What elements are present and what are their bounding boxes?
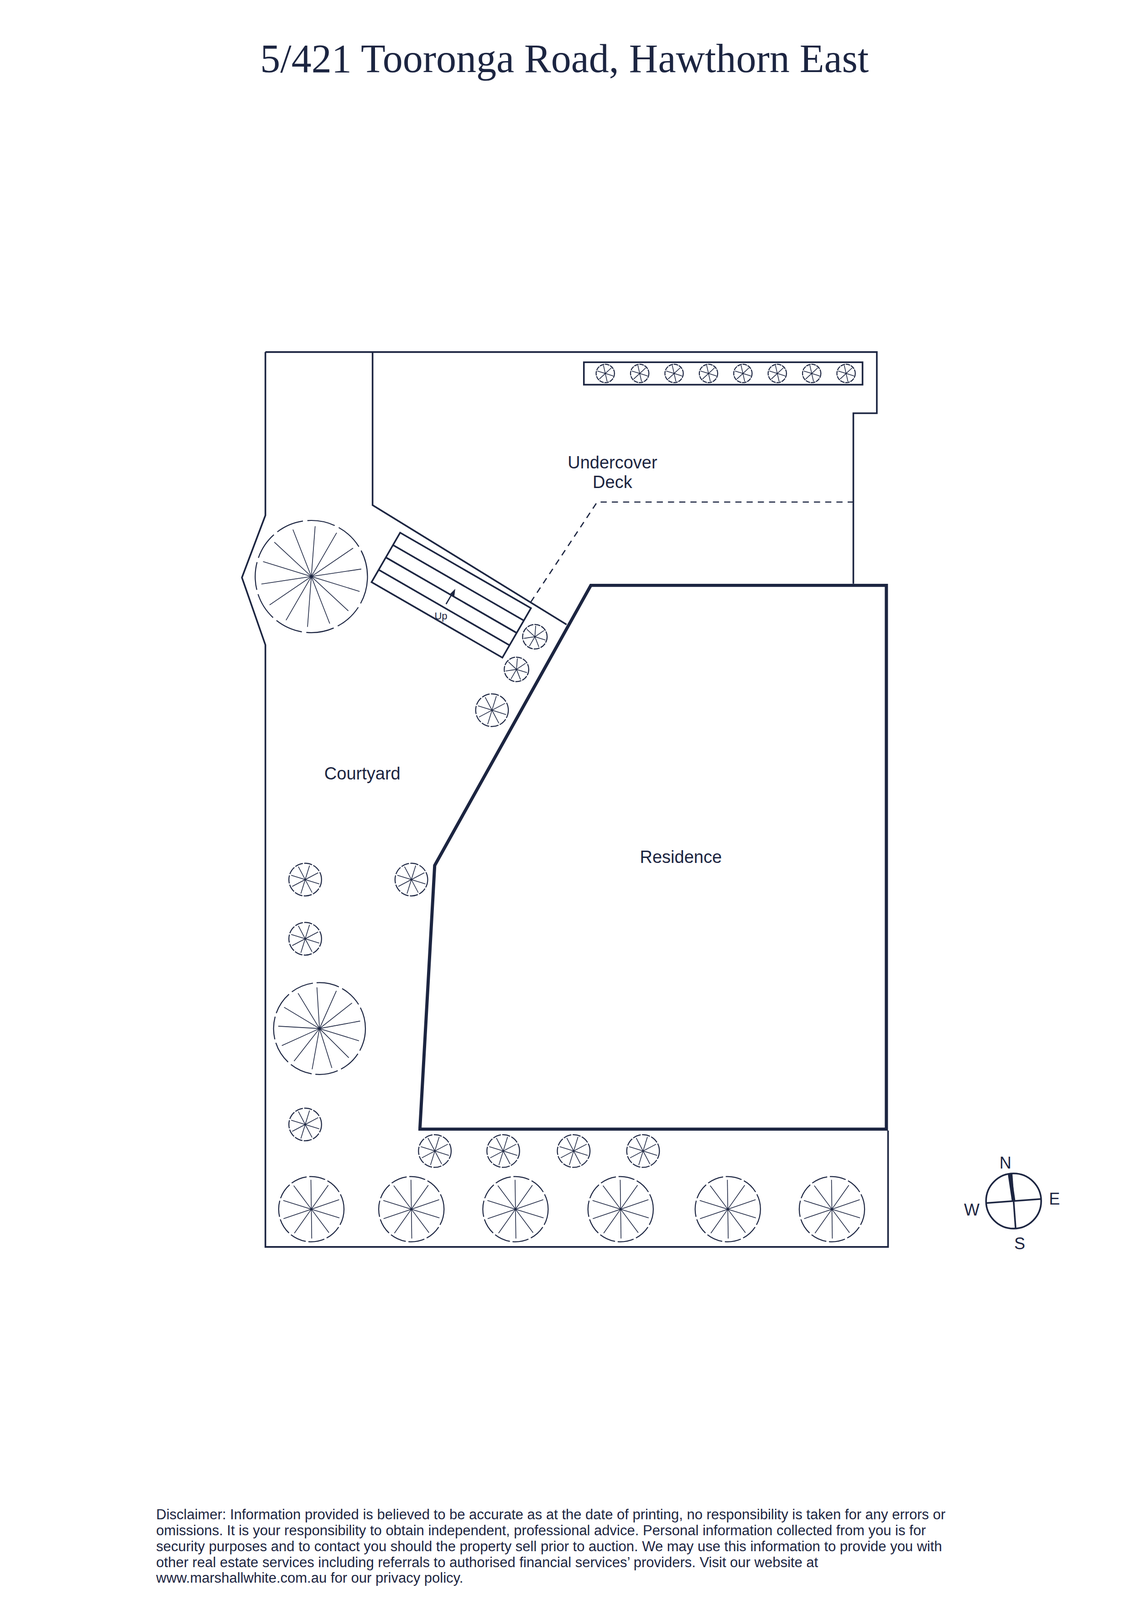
tree-symbol: [504, 657, 529, 683]
residence-outline: Residence: [418, 583, 888, 1131]
area-label: Undercover Deck: [552, 453, 672, 492]
tree-symbol: [418, 1135, 452, 1168]
compass: [985, 1173, 1042, 1230]
deck-cover-line: [530, 502, 854, 603]
compass-letter: S: [1014, 1235, 1026, 1254]
tree-symbol: [596, 364, 615, 383]
tree-symbol: [664, 364, 683, 383]
node-label: Residence: [640, 847, 723, 868]
up-arrowhead: [448, 588, 455, 598]
tree-symbol: [475, 693, 509, 727]
tree-symbol: [836, 364, 855, 383]
tree-symbol: [288, 1108, 322, 1142]
tree-symbol: [278, 1177, 344, 1243]
compass-letter: E: [1048, 1190, 1060, 1209]
tree-symbol: [695, 1177, 761, 1243]
tree-symbol: [255, 520, 368, 633]
tree-symbol: [522, 624, 548, 650]
site-boundary: [241, 352, 888, 1248]
tree-symbol: [733, 364, 752, 383]
tree-symbol: [588, 1177, 654, 1243]
tree-symbol: [768, 364, 787, 383]
tree-symbol: [802, 364, 821, 383]
disclaimer: Disclaimer: Information provided is beli…: [156, 1507, 953, 1587]
tree-symbol: [395, 863, 428, 897]
compass-letter: W: [964, 1201, 980, 1220]
steps: [371, 532, 531, 658]
tree-symbol: [630, 364, 649, 383]
title: 5/421 Tooronga Road, Hawthorn East: [260, 36, 869, 82]
tree-symbol: [699, 364, 718, 383]
tree-symbol: [482, 1177, 548, 1243]
area-label: Courtyard: [324, 764, 401, 784]
tree-symbol: [626, 1135, 660, 1168]
tree-symbol: [273, 982, 366, 1075]
tree-symbol: [557, 1135, 591, 1168]
planter-box: [583, 362, 863, 385]
tree-symbol: [288, 863, 322, 897]
tree-symbol: [486, 1135, 520, 1168]
stair-label: Up: [434, 610, 448, 623]
compass-letter: N: [999, 1154, 1012, 1173]
tree-symbol: [378, 1177, 444, 1243]
tree-symbol: [799, 1177, 865, 1243]
tree-symbol: [288, 922, 322, 956]
